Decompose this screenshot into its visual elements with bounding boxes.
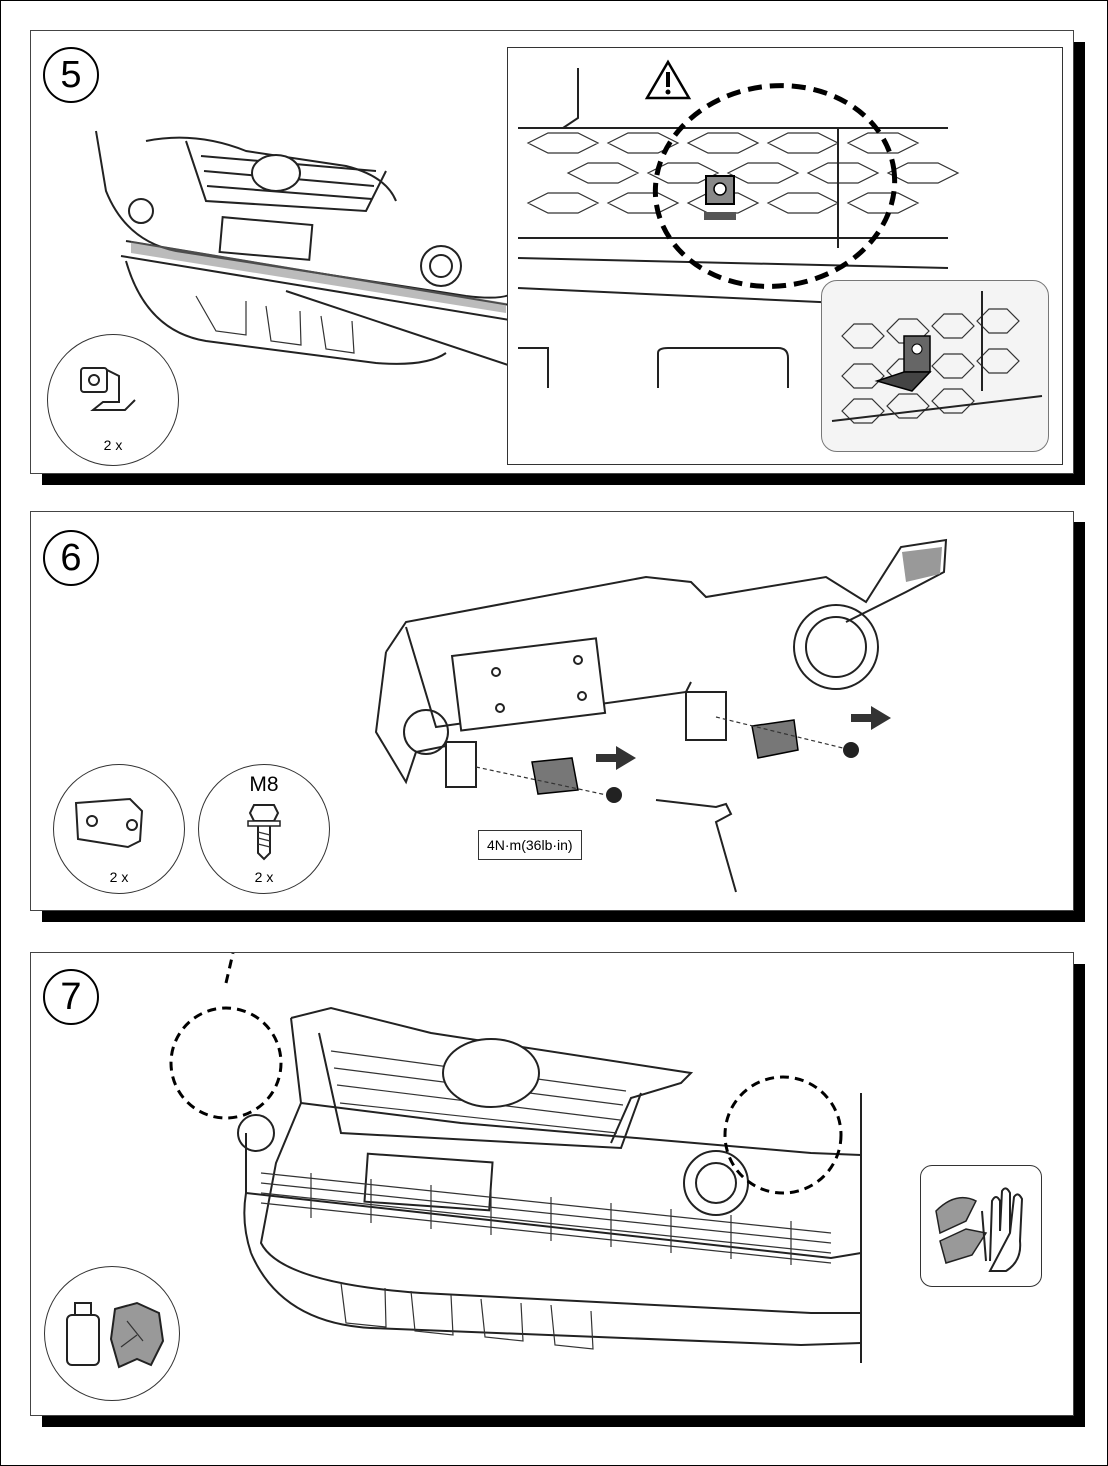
- wipe-hand-icon: [935, 1187, 1024, 1272]
- car-front-installed-illustration: [169, 952, 862, 1363]
- bracket-icon: [74, 797, 144, 849]
- step-number: 6: [43, 530, 99, 586]
- cleaning-supplies-badge: [44, 1266, 180, 1401]
- step-number: 7: [43, 969, 99, 1025]
- step5-shadow: [42, 473, 1085, 485]
- step5-shadow-side: [1073, 42, 1085, 485]
- part-quantity: 2 x: [103, 437, 123, 453]
- step-number: 5: [43, 47, 99, 103]
- bracket-badge: 2 x: [47, 334, 179, 466]
- step7-shadow-side: [1073, 964, 1085, 1427]
- grille-detail: [517, 68, 960, 388]
- cloth-icon: [109, 1301, 165, 1369]
- torque-spec: 4N·m(36lb·in): [478, 830, 582, 860]
- step6-shadow: [42, 910, 1085, 922]
- step5-panel: 5 2 x: [30, 30, 1074, 474]
- detail-inset: [507, 47, 1063, 465]
- warning-triangle-icon: [644, 59, 692, 100]
- wipe-hand-badge: [920, 1165, 1042, 1287]
- step7-panel: 7: [30, 952, 1074, 1416]
- bracket-icon: [80, 367, 136, 411]
- clip-close-up: [831, 291, 1043, 424]
- step7-shadow: [42, 1415, 1085, 1427]
- bolt-badge: M8 2 x: [198, 764, 330, 894]
- step6-shadow-side: [1073, 522, 1085, 922]
- car-front-illustration: [95, 130, 557, 382]
- part-quantity: 2 x: [109, 869, 129, 885]
- cleaner-bottle-icon: [66, 1302, 100, 1366]
- bolt-icon: [247, 804, 281, 861]
- bracket-badge: 2 x: [53, 764, 185, 894]
- part-quantity: 2 x: [254, 869, 274, 885]
- step6-panel: 6 4N·m(36lb·in) 2 x M8: [30, 511, 1074, 911]
- bumper-bracket-illustration: [374, 538, 948, 893]
- close-up-inset: [821, 280, 1049, 452]
- bolt-size-label: M8: [249, 773, 279, 796]
